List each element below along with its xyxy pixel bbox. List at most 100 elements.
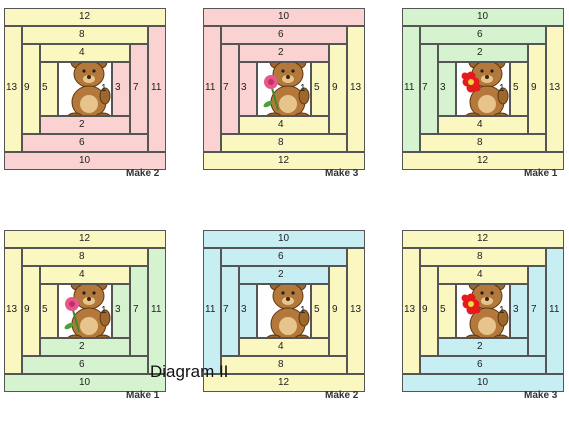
strip-number: 4 — [477, 269, 483, 280]
strip-number: 7 — [223, 82, 229, 93]
teddy-bear-illustration — [457, 63, 509, 115]
strip-number: 13 — [404, 304, 416, 315]
teddy-bear-icon — [263, 63, 310, 115]
strip-number: 9 — [531, 82, 537, 93]
strip-number: 10 — [278, 11, 290, 22]
strip-left — [4, 248, 22, 374]
strip-number: 4 — [79, 47, 85, 58]
strip-top — [420, 26, 546, 44]
strip-number: 8 — [278, 137, 284, 148]
flower-icon — [263, 75, 279, 111]
center-number: 1 — [300, 83, 306, 94]
flower-icon — [461, 71, 481, 93]
strip-number: 8 — [79, 29, 85, 40]
strip-number: 7 — [133, 304, 139, 315]
make-caption: Make 2 — [325, 390, 359, 401]
strip-number: 5 — [314, 304, 320, 315]
strip-left — [221, 266, 239, 356]
strip-left — [40, 284, 58, 338]
strip-number: 4 — [79, 269, 85, 280]
strip-top — [221, 26, 347, 44]
strip-top — [22, 26, 148, 44]
strip-number: 9 — [332, 82, 338, 93]
strip-number: 7 — [133, 82, 139, 93]
teddy-bear-icon — [461, 63, 509, 115]
strip-top — [40, 266, 130, 284]
strip-number: 2 — [477, 47, 483, 58]
strip-left — [22, 266, 40, 356]
make-caption: Make 3 — [524, 390, 558, 401]
strip-number: 2 — [477, 341, 483, 352]
strip-number: 6 — [278, 251, 284, 262]
teddy-bear-illustration — [258, 285, 310, 337]
flower-icon — [461, 293, 481, 315]
strip-bottom — [221, 134, 347, 152]
center-number: 1 — [300, 305, 306, 316]
strip-number: 11 — [404, 82, 415, 93]
strip-number: 13 — [6, 82, 18, 93]
strip-number: 4 — [278, 341, 284, 352]
strip-number: 10 — [477, 11, 489, 22]
center-square: 1 — [58, 62, 112, 116]
strip-number: 9 — [332, 304, 338, 315]
teddy-bear-illustration — [258, 63, 310, 115]
strip-number: 9 — [422, 304, 428, 315]
strip-right — [329, 44, 347, 134]
strip-number: 2 — [79, 341, 85, 352]
strip-bottom — [4, 374, 166, 392]
strip-left — [420, 44, 438, 134]
strip-left — [4, 26, 22, 152]
strip-top — [402, 230, 564, 248]
strip-right — [546, 26, 564, 152]
strip-bottom — [203, 152, 365, 170]
strip-left — [402, 248, 420, 374]
strip-top — [239, 44, 329, 62]
strip-top — [438, 44, 528, 62]
strip-right — [130, 44, 148, 134]
diagram-label: Diagram II — [150, 362, 229, 381]
strip-top — [203, 8, 365, 26]
strip-bottom — [402, 152, 564, 170]
center-square: 1 — [257, 284, 311, 338]
center-number: 1 — [101, 83, 107, 94]
strip-right — [347, 26, 365, 152]
strip-right — [510, 284, 528, 338]
teddy-bear-icon — [461, 285, 509, 337]
center-square: 1 — [456, 284, 510, 338]
teddy-bear-illustration — [59, 63, 111, 115]
strip-number: 5 — [513, 82, 519, 93]
strip-number: 11 — [151, 82, 162, 93]
make-caption: Make 1 — [524, 168, 558, 179]
strip-bottom — [438, 116, 528, 134]
center-square: 1 — [257, 62, 311, 116]
strip-top — [402, 8, 564, 26]
strip-bottom — [239, 338, 329, 356]
strip-bottom — [239, 116, 329, 134]
strip-top — [22, 248, 148, 266]
strip-right — [130, 266, 148, 356]
strip-number: 3 — [513, 304, 519, 315]
strip-number: 5 — [42, 304, 48, 315]
center-number: 1 — [101, 305, 107, 316]
strip-number: 11 — [549, 304, 560, 315]
strip-number: 12 — [79, 11, 91, 22]
strip-left — [420, 266, 438, 356]
strip-number: 6 — [79, 137, 85, 148]
strip-number: 8 — [477, 137, 483, 148]
teddy-bear-illustration — [59, 285, 111, 337]
strip-right — [329, 266, 347, 356]
strip-number: 7 — [531, 304, 537, 315]
make-caption: Make 1 — [126, 390, 160, 401]
strip-bottom — [438, 338, 528, 356]
teddy-bear-illustration — [457, 285, 509, 337]
strip-number: 6 — [477, 359, 483, 370]
make-caption: Make 2 — [126, 168, 160, 179]
strip-bottom — [402, 374, 564, 392]
strip-number: 6 — [477, 29, 483, 40]
teddy-bear-icon — [67, 63, 111, 115]
strip-bottom — [40, 338, 130, 356]
strip-number: 3 — [241, 304, 247, 315]
